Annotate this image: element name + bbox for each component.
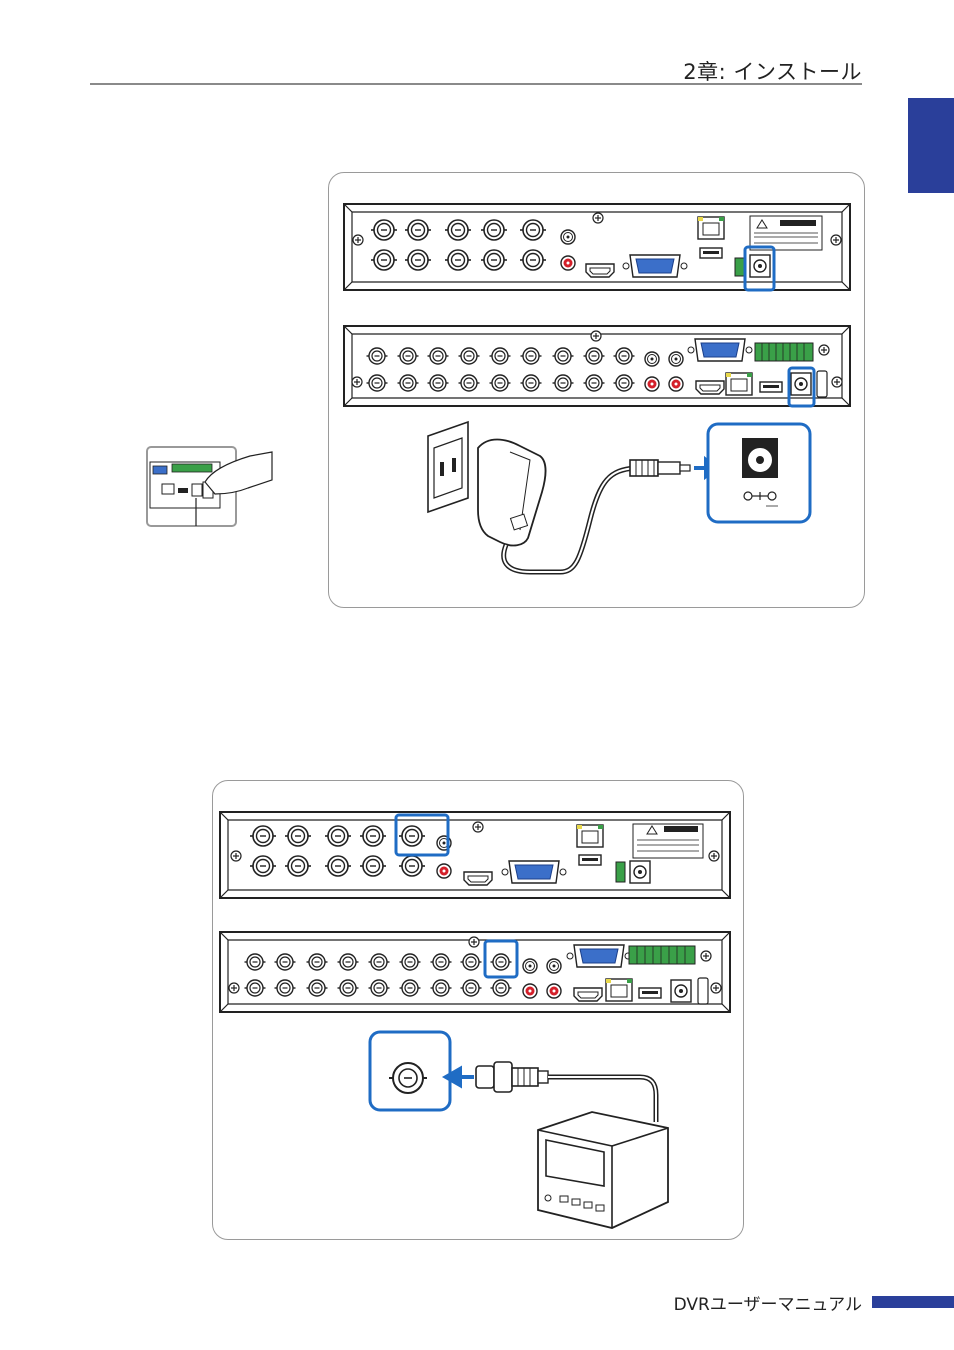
- bnc-video-out-zoom: [370, 1032, 656, 1122]
- footer-accent-bar: [872, 1296, 954, 1308]
- manual-title: DVRユーザーマニュアル: [674, 1290, 862, 1315]
- power-switch-inset: [147, 447, 272, 526]
- power-adapter: [428, 422, 716, 572]
- dvr-rear-panel-8ch: [220, 812, 730, 898]
- dc-power-jack-zoom: [708, 424, 810, 522]
- crt-monitor: [538, 1112, 668, 1228]
- dvr-rear-panel-16ch: [220, 932, 730, 1012]
- dvr-rear-panel-16ch: [344, 326, 850, 406]
- dvr-rear-panel-8ch: [344, 204, 850, 290]
